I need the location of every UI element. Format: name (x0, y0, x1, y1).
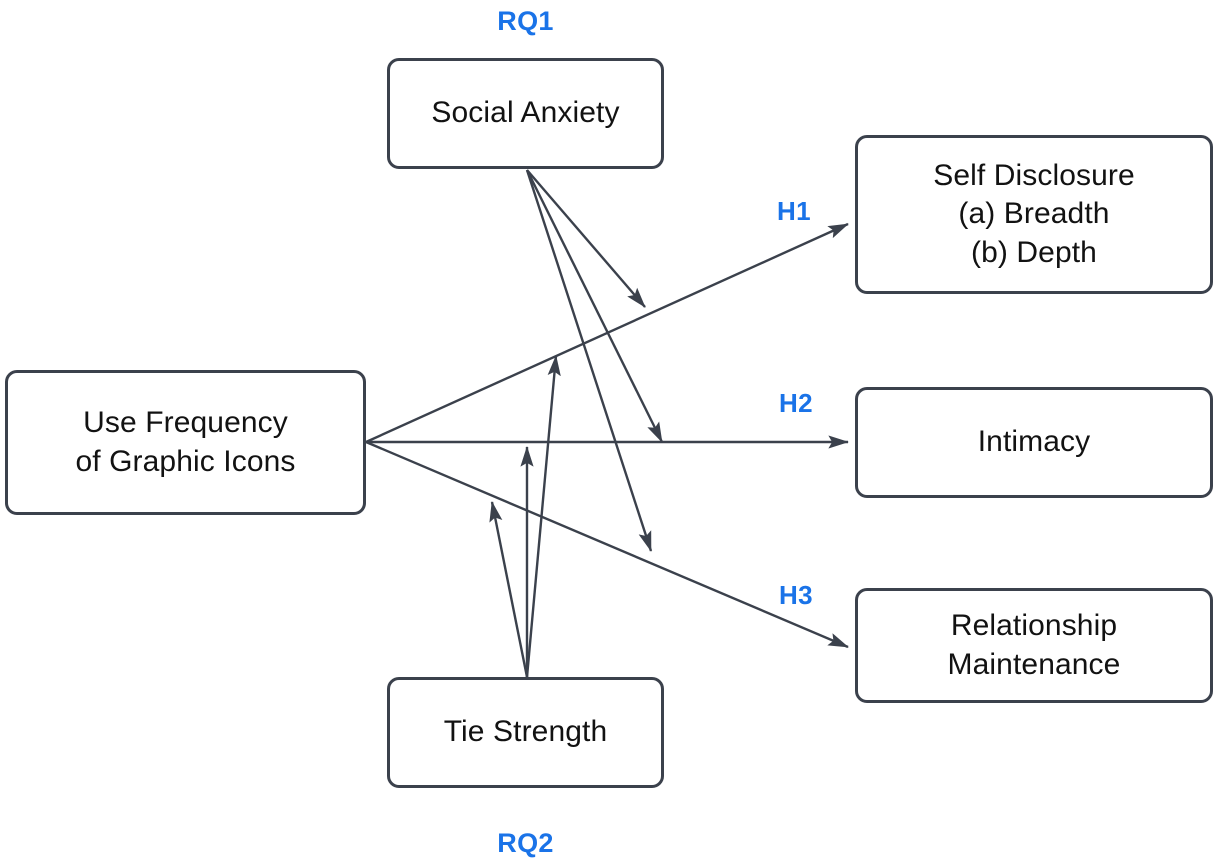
edge-tie-strength-to-h3-path (489, 501, 529, 678)
edge-social-anxiety-to-h2-path (525, 169, 664, 443)
label-h3: H3 (779, 580, 813, 610)
label-rq1: RQ1 (497, 6, 554, 36)
node-self-disclosure-label: Self Disclosure (a) Breadth (b) Depth (933, 158, 1135, 269)
label-rq2: RQ2 (497, 828, 554, 858)
edge-social-anxiety-to-h3-path (525, 169, 653, 552)
label-h1: H1 (777, 196, 811, 226)
edge-use-frequency-to-relationship-maintenance (365, 440, 849, 649)
node-intimacy-label: Intimacy (977, 425, 1091, 459)
node-self-disclosure[interactable]: Self Disclosure (a) Breadth (b) Depth (855, 135, 1213, 294)
node-relationship-maintenance-label: Relationship Maintenance (947, 609, 1121, 681)
node-use-frequency-of-graphic-icons[interactable]: Use Frequency of Graphic Icons (5, 370, 366, 515)
label-h2: H2 (779, 388, 813, 418)
node-social-anxiety[interactable]: Social Anxiety (387, 58, 664, 169)
node-social-anxiety-label: Social Anxiety (431, 96, 620, 130)
node-intimacy[interactable]: Intimacy (855, 387, 1213, 498)
node-tie-strength[interactable]: Tie Strength (387, 677, 664, 788)
edge-social-anxiety-to-h1-path (526, 169, 646, 308)
node-use-frequency-label: Use Frequency of Graphic Icons (75, 406, 296, 478)
edge-tie-strength-to-h1-path (525, 355, 561, 678)
node-relationship-maintenance[interactable]: Relationship Maintenance (855, 588, 1213, 703)
node-tie-strength-label: Tie Strength (443, 715, 608, 749)
